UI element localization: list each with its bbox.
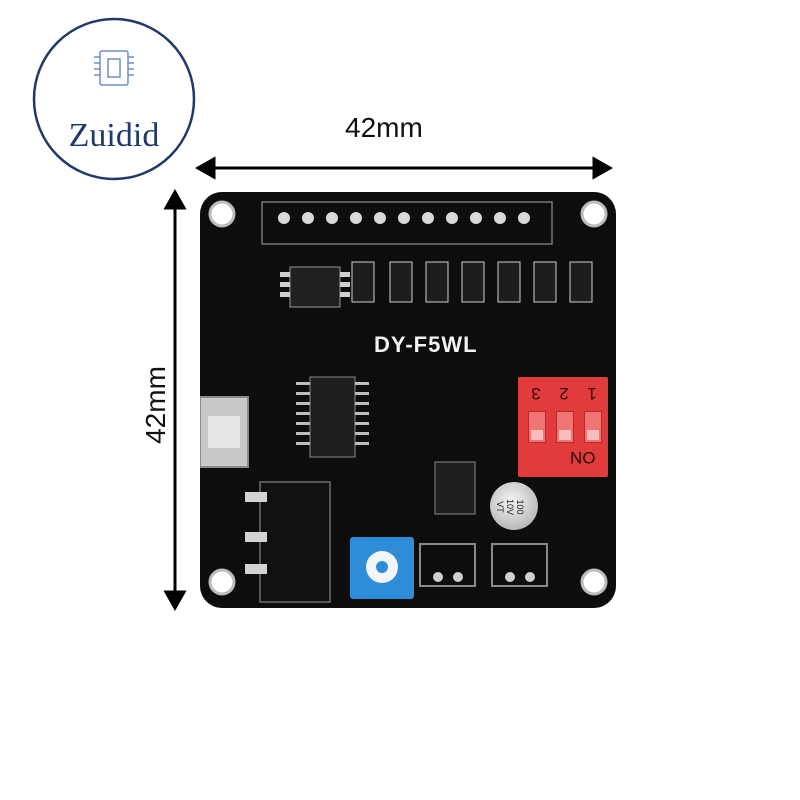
dip-number: 1	[587, 384, 597, 403]
chip-icon	[94, 50, 134, 86]
brand-logo: Zuidid	[30, 15, 198, 183]
dip-number: 2	[559, 384, 569, 403]
dip-lever-1[interactable]	[584, 411, 602, 443]
dip-switch[interactable]: 3 2 1 ON	[518, 377, 608, 477]
dip-number: 3	[531, 384, 541, 403]
pcb-board: DY-F5WL 3 2 1 ON 100 10V VT	[200, 192, 616, 608]
board-model-label: DY-F5WL	[374, 332, 478, 357]
brand-name: Zuidid	[68, 117, 160, 154]
height-dimension-label: 42mm	[140, 366, 171, 444]
dip-lever-3[interactable]	[528, 411, 546, 443]
dip-lever-2[interactable]	[556, 411, 574, 443]
board-components	[200, 200, 608, 603]
capacitor-line-3: VT	[495, 501, 506, 513]
electrolytic-capacitor: 100 10V VT	[490, 482, 538, 530]
width-dimension-label: 42mm	[345, 112, 423, 143]
volume-potentiometer[interactable]	[350, 537, 414, 599]
capacitor-line-1: 100	[515, 499, 526, 515]
capacitor-marking: 100 10V VT	[495, 499, 525, 515]
capacitor-line-2: 10V	[505, 498, 516, 516]
logo-circle	[32, 17, 196, 181]
dip-on-label: ON	[570, 448, 596, 467]
